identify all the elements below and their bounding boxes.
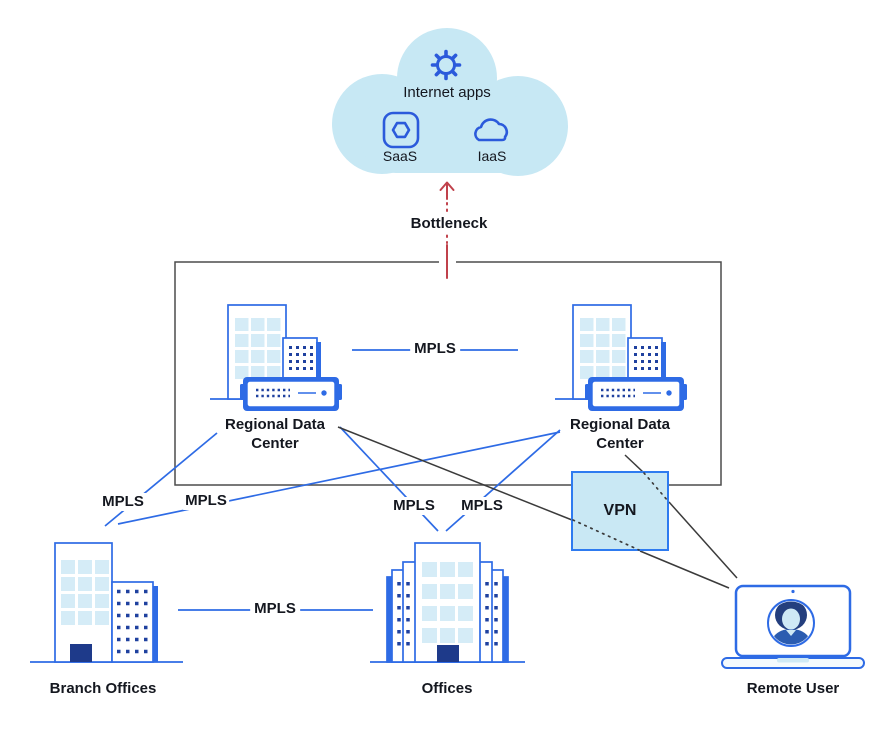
- datacenter-right-label: Regional Data Center: [569, 416, 671, 452]
- vpn-tunnel-dotted: [572, 472, 669, 551]
- vpn-box: [571, 471, 669, 551]
- saas-app-icon: [382, 111, 420, 149]
- vpn-links: [337, 426, 738, 589]
- saas-label: SaaS: [382, 148, 418, 164]
- gear-icon: [430, 49, 462, 81]
- branch-offices-label: Branch Offices: [49, 680, 157, 697]
- datacenter-right-icon: [553, 303, 689, 413]
- offices-label: Offices: [421, 680, 473, 697]
- link-dc1-branch: [104, 432, 218, 527]
- link-dc1-vpn: [337, 426, 573, 521]
- link-dc1-offices: [339, 426, 439, 532]
- link-vpn-remote-1: [639, 550, 730, 589]
- mpls-label-branch-offices: MPLS: [250, 600, 300, 618]
- vpn-label: VPN: [603, 502, 637, 519]
- bottleneck-label: Bottleneck: [406, 215, 492, 233]
- mpls-label-dc-dc: MPLS: [410, 340, 460, 358]
- mpls-label-branch-1: MPLS: [100, 493, 146, 511]
- link-vpn-remote-2: [668, 501, 738, 579]
- datacenter-left-icon: [208, 303, 344, 413]
- branch-building-icon: [30, 542, 183, 663]
- mpls-label-offices-2: MPLS: [459, 497, 505, 515]
- laptop-icon: [721, 584, 865, 669]
- mpls-label-branch-2: MPLS: [183, 492, 229, 510]
- remote-user-label: Remote User: [746, 680, 840, 697]
- datacenter-left-label: Regional Data Center: [224, 416, 326, 452]
- cloud-shape: [332, 28, 568, 176]
- iaas-cloud-icon: [474, 118, 508, 142]
- cloud-title: Internet apps: [403, 84, 491, 101]
- iaas-label: IaaS: [477, 148, 507, 164]
- offices-building-icon: [370, 542, 525, 663]
- link-dc2-offices: [445, 429, 561, 532]
- mpls-label-offices-1: MPLS: [391, 497, 437, 515]
- link-dc2-vpn: [624, 454, 644, 473]
- avatar-icon: [767, 599, 815, 647]
